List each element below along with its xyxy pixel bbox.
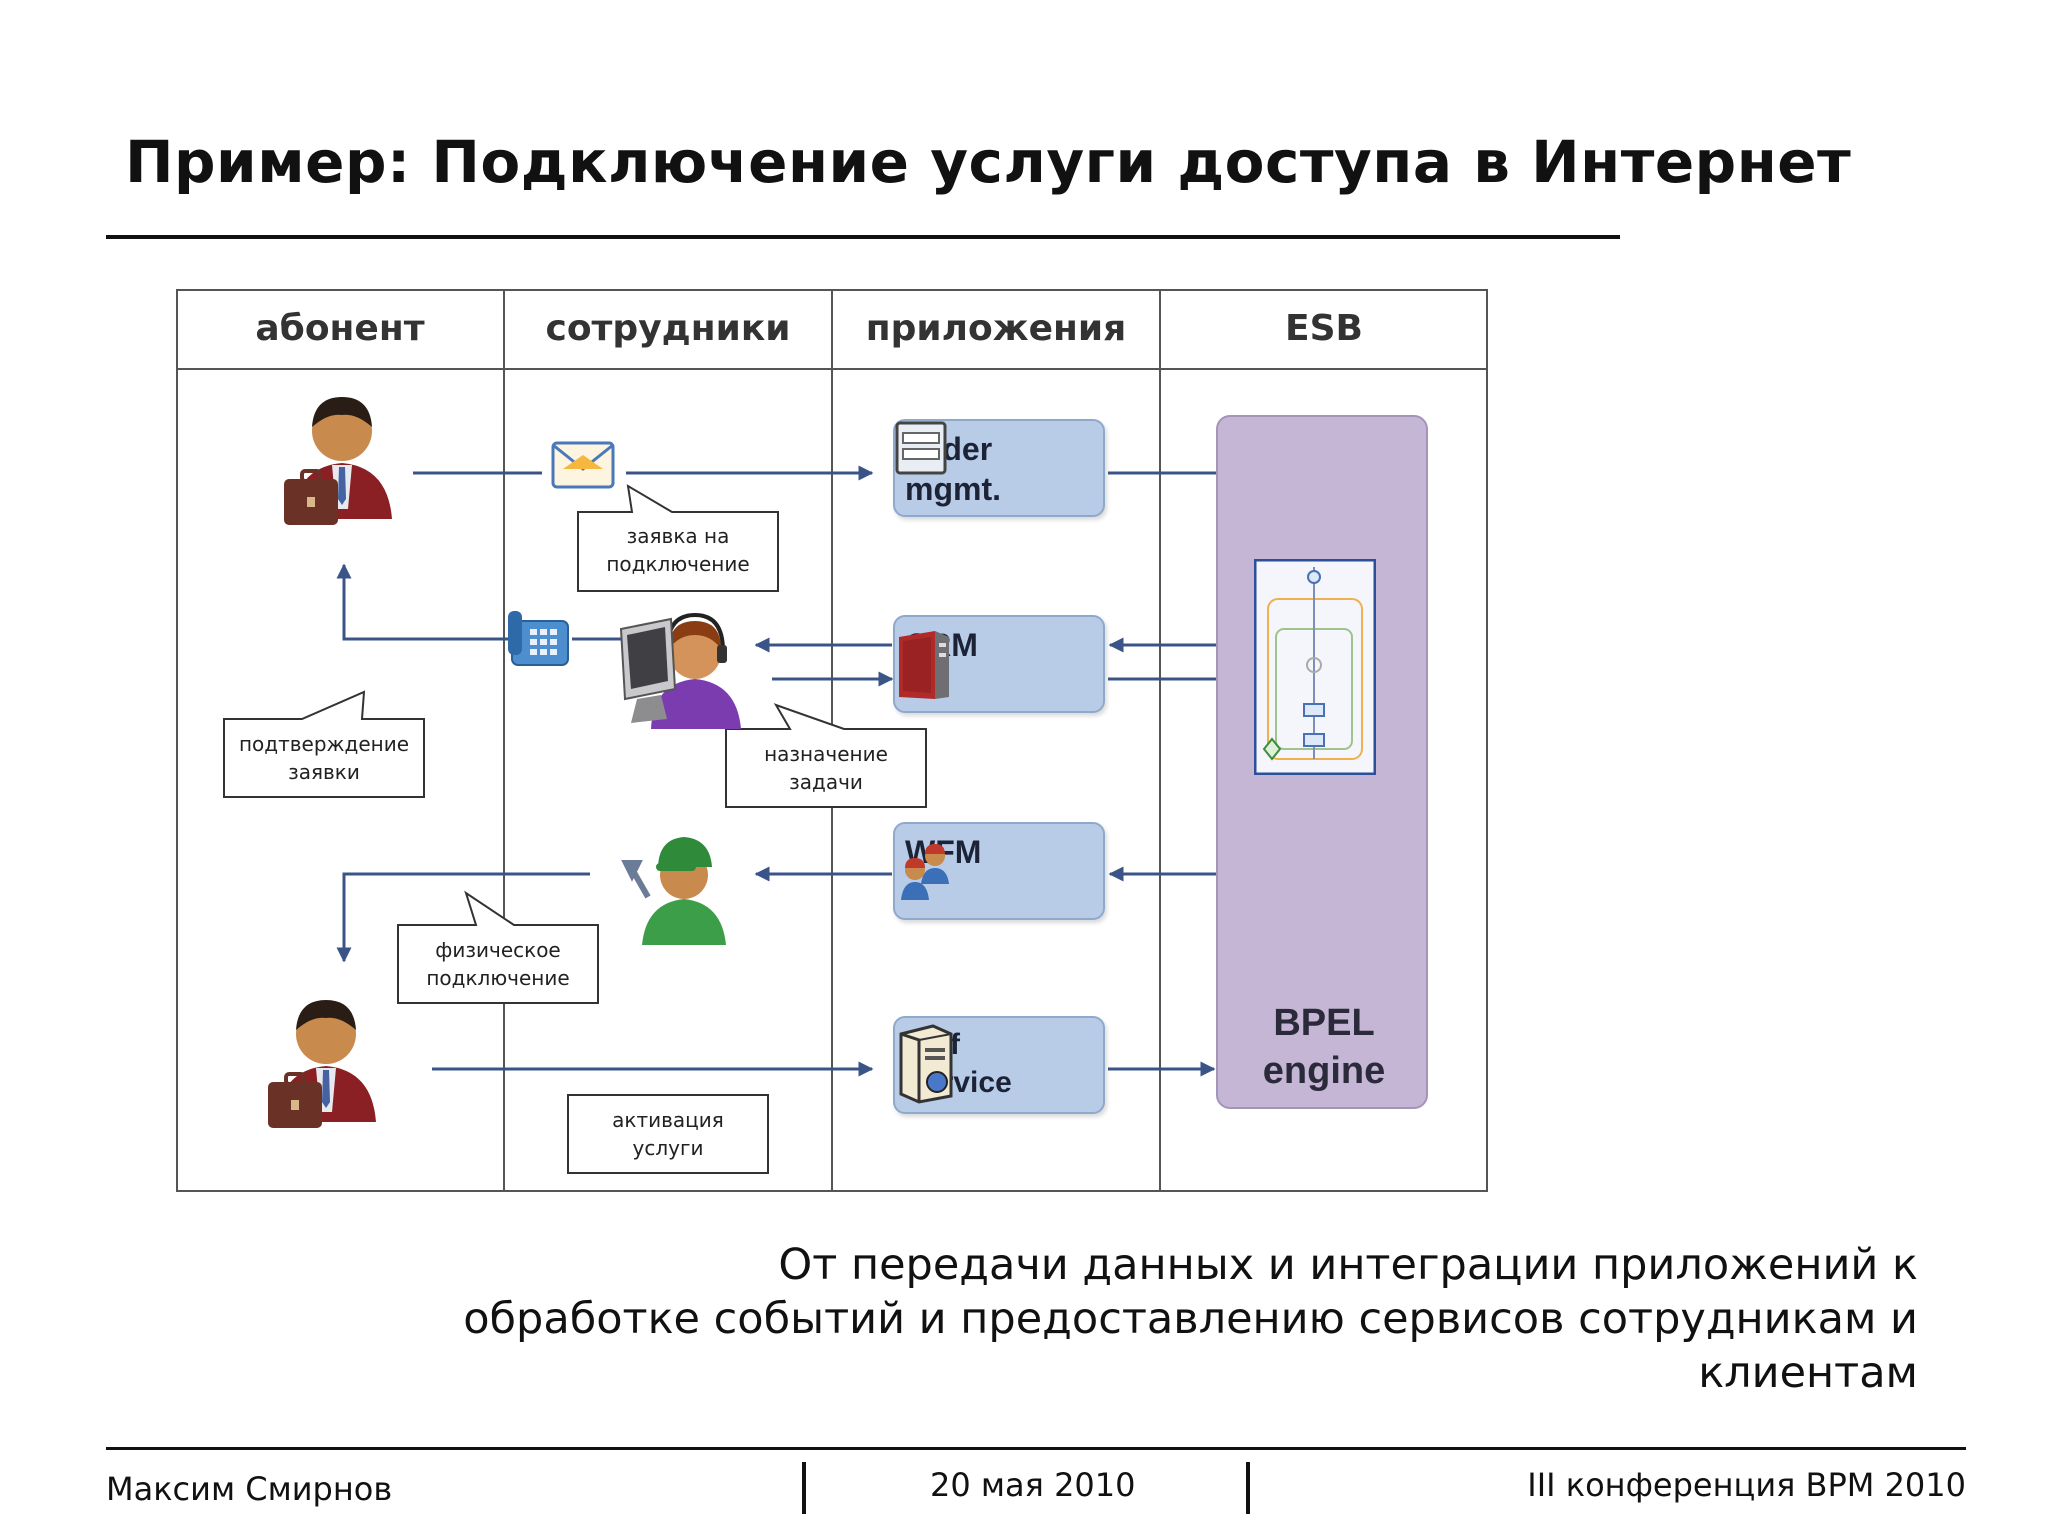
callout-confirm [223,690,425,798]
callout-request-text: заявка на подключение [606,524,750,576]
telephone-icon [508,611,569,666]
app-crm: CRM [893,615,1105,713]
callout-confirm-text: подтверждение заявки [238,732,410,784]
app-order-management: Order mgmt. [893,419,1105,517]
server-icon [899,1024,953,1104]
arrow-technician-to-subscriber [336,872,590,963]
server-icon [899,631,949,699]
footer-event: III конференция BPM 2010 [1527,1466,1966,1504]
process-thumbnail-icon [1254,559,1376,775]
footer-rule [106,1447,1966,1450]
computer-icon [619,617,677,723]
footer-separator-1 [802,1462,806,1514]
lane-header-esb: ESB [1285,308,1363,349]
callout-activation-text: активация услуги [612,1108,724,1160]
slide-caption: От передачи данных и интеграции приложен… [463,1240,1918,1398]
footer-separator-2 [1246,1462,1250,1514]
person-briefcase-icon [268,1000,376,1128]
lane-header-applications: приложения [865,308,1127,349]
arrow-phone-to-subscriber [336,563,516,641]
slide-title: Пример: Подключение услуги доступа в Инт… [125,128,1852,196]
callout-physical [397,890,599,1004]
envelope-icon [551,441,615,489]
person-briefcase-icon [284,397,392,525]
callout-assign [725,703,927,808]
swimlane-diagram: абонент сотрудники приложения ESB Order … [176,289,1488,1192]
callout-activation [567,1094,769,1174]
bpel-engine-label: BPEL engine [1262,1002,1386,1092]
footer-date: 20 мая 2010 [930,1466,1136,1504]
callout-physical-text: физическое подключение [426,938,570,990]
operator-headset-icon [619,612,741,729]
app-self-service: Self Service [893,1016,1105,1114]
bpel-engine: BPEL engine [1216,415,1428,1109]
lane-header-employees: сотрудники [545,308,791,349]
app-wfm: WFM [893,822,1105,920]
footer-author: Максим Смирнов [106,1470,393,1508]
callout-assign-text: назначение задачи [764,742,888,794]
title-rule [106,235,1620,239]
callout-request [577,484,779,592]
technician-icon [621,837,726,945]
team-icon [901,844,949,900]
lane-header-subscriber: абонент [255,308,425,349]
form-icon [895,421,947,475]
